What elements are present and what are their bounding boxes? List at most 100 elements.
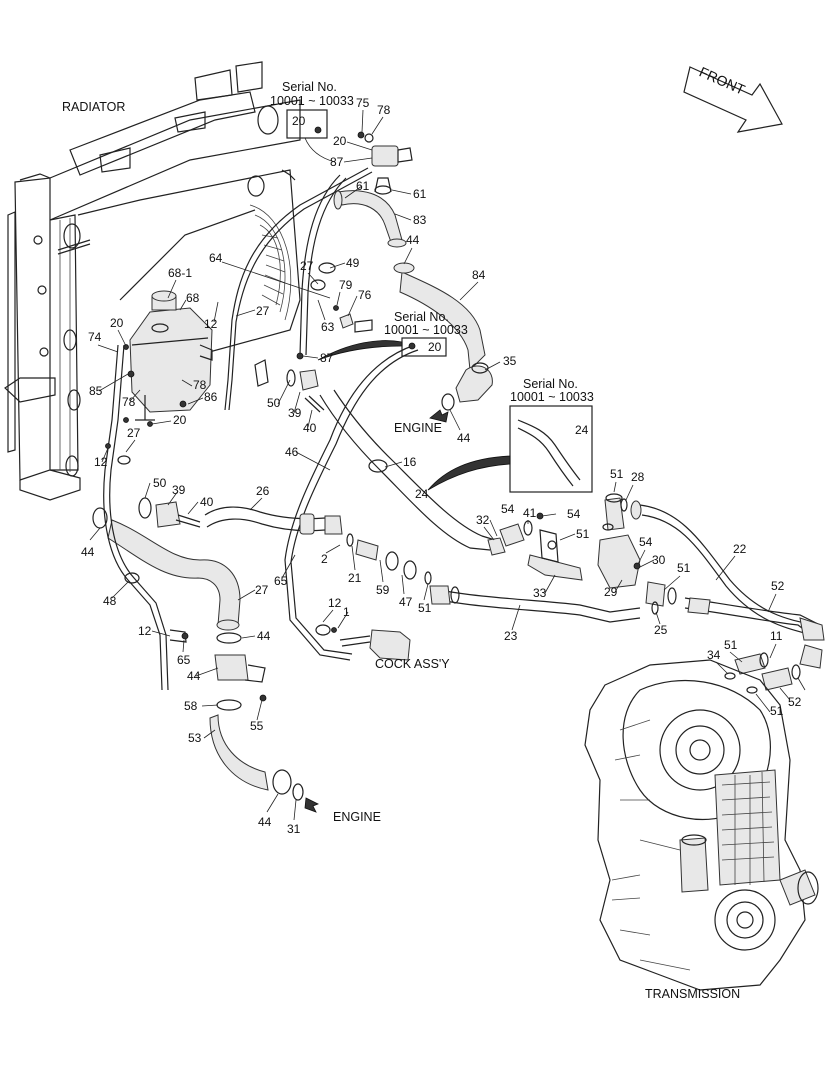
callout: 52	[788, 695, 802, 709]
callout: 27	[256, 304, 270, 318]
front-arrow: FRONT	[683, 64, 783, 133]
callout: 44	[457, 431, 471, 445]
callout: 22	[733, 542, 747, 556]
callout: 51	[677, 561, 691, 575]
callout: 59	[376, 583, 390, 597]
callout: 33	[533, 586, 547, 600]
callout: 40	[303, 421, 317, 435]
callout: 58	[184, 699, 198, 713]
callout: 54	[567, 507, 581, 521]
callout: 27	[255, 583, 269, 597]
callout: 12	[94, 455, 108, 469]
callout: 78	[193, 378, 207, 392]
callout: 2	[321, 552, 328, 566]
callout: 85	[89, 384, 103, 398]
callout: 51	[418, 601, 432, 615]
callout: 83	[413, 213, 427, 227]
serial-box-1: Serial No. 10001 ~ 10033 20	[270, 80, 354, 163]
callout: 30	[652, 553, 666, 567]
callout: 12	[204, 317, 218, 331]
leader-lines	[89, 109, 806, 821]
callout: 39	[288, 406, 302, 420]
callout: 49	[346, 256, 360, 270]
callout: 26	[256, 484, 270, 498]
callout: 35	[503, 354, 517, 368]
callout: 44	[258, 815, 272, 829]
callout: 41	[523, 506, 537, 520]
callouts: 75 78 20 87 61 61 83 44 84 49 27 79 76 6…	[81, 96, 802, 836]
callout: 68	[186, 291, 200, 305]
engine-top-arrow	[429, 409, 449, 423]
radiator-assembly	[4, 61, 301, 501]
transmission-lines	[429, 493, 825, 694]
callout: 40	[200, 495, 214, 509]
callout: 39	[172, 483, 186, 497]
callout: 48	[103, 594, 117, 608]
callout: 23	[504, 629, 518, 643]
serial-box-2-title: Serial No.	[394, 310, 449, 324]
callout: 20	[110, 316, 124, 330]
callout: 54	[639, 535, 653, 549]
callout: 74	[88, 330, 102, 344]
serial-box-3: Serial No. 10001 ~ 10033 24	[427, 377, 594, 493]
callout: 63	[321, 320, 335, 334]
serial-box-2-range: 10001 ~ 10033	[384, 323, 468, 337]
callout: 65	[274, 574, 288, 588]
callout: 53	[188, 731, 202, 745]
callout: 21	[348, 571, 362, 585]
radiator-label: RADIATOR	[62, 100, 125, 114]
callout: 54	[501, 502, 515, 516]
callout: 34	[707, 648, 721, 662]
callout: 44	[81, 545, 95, 559]
callout: 87	[320, 351, 334, 365]
callout: 24	[415, 487, 429, 501]
callout: 55	[250, 719, 264, 733]
engine-top-label: ENGINE	[394, 421, 442, 435]
transmission-housing	[584, 659, 819, 991]
callout: 29	[604, 585, 618, 599]
callout: 25	[654, 623, 668, 637]
callout: 51	[610, 467, 624, 481]
callout: 75	[356, 96, 370, 110]
callout: 76	[358, 288, 372, 302]
callout: 20	[173, 413, 187, 427]
callout: 84	[472, 268, 486, 282]
callout: 64	[209, 251, 223, 265]
callout: 65	[177, 653, 191, 667]
callout: 1	[343, 605, 350, 619]
serial-box-3-title: Serial No.	[523, 377, 578, 391]
callout: 28	[631, 470, 645, 484]
callout: 46	[285, 445, 299, 459]
callout: 87	[330, 155, 344, 169]
callout: 78	[377, 103, 391, 117]
callout: 52	[771, 579, 785, 593]
callout: 27	[127, 426, 141, 440]
callout: 12	[328, 596, 342, 610]
fan-blades	[249, 204, 292, 321]
callout: 51	[576, 527, 590, 541]
callout: 27	[300, 259, 314, 273]
serial-box-1-range: 10001 ~ 10033	[270, 94, 354, 108]
callout: 44	[406, 233, 420, 247]
serial-box-1-title: Serial No.	[282, 80, 337, 94]
engine-bottom-label: ENGINE	[333, 810, 381, 824]
front-label: FRONT	[697, 64, 748, 98]
callout: 51	[770, 704, 784, 718]
callout: 61	[413, 187, 427, 201]
reservoir-tank	[123, 290, 213, 427]
serial-box-2: Serial No. 10001 ~ 10033 20	[317, 310, 468, 361]
callout: 68-1	[168, 266, 192, 280]
callout: 61	[356, 179, 370, 193]
callout: 44	[257, 629, 271, 643]
callout: 20	[333, 134, 347, 148]
serial-box-2-part: 20	[428, 340, 442, 354]
callout: 16	[403, 455, 417, 469]
callout: 11	[770, 629, 783, 643]
callout: 51	[724, 638, 738, 652]
transmission-label: TRANSMISSION	[645, 987, 740, 1001]
callout: 50	[153, 476, 167, 490]
callout: 47	[399, 595, 413, 609]
upper-hoses	[224, 131, 493, 411]
callout: 31	[287, 822, 301, 836]
